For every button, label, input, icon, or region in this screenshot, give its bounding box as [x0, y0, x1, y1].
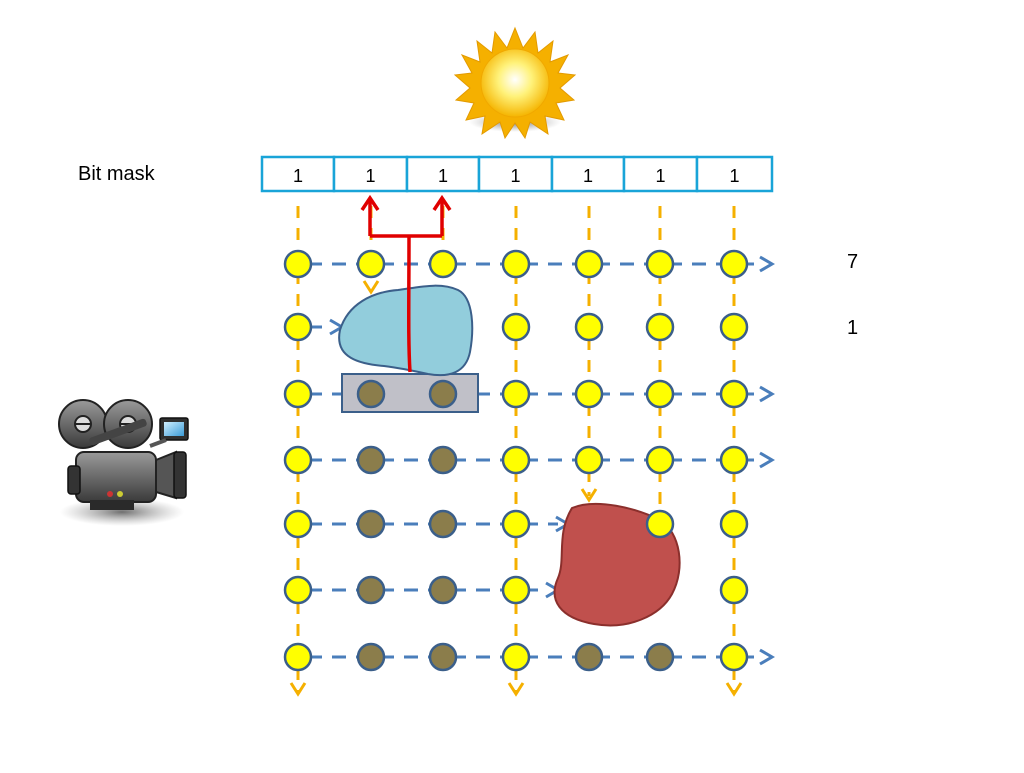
shadowed-sample: [356, 379, 386, 409]
bit-mask-value: 1: [293, 166, 303, 186]
lit-sample: [283, 249, 313, 279]
ray-arrowhead: [759, 385, 775, 403]
lit-sample: [574, 249, 604, 279]
blue-occluder: [338, 284, 474, 377]
lit-sample: [501, 642, 531, 672]
lit-sample: [501, 445, 531, 475]
ray-arrowhead: [580, 488, 598, 503]
shadowed-sample: [428, 445, 458, 475]
lit-sample: [428, 249, 458, 279]
shadowed-sample: [428, 575, 458, 605]
bit-mask-cell: [695, 155, 774, 193]
bit-mask-value: 1: [438, 166, 448, 186]
lit-sample: [645, 312, 675, 342]
bit-mask: 1 1 1 1 1 1 1: [260, 155, 774, 193]
shadowed-sample: [428, 642, 458, 672]
shadowed-sample: [645, 642, 675, 672]
lit-sample: [501, 249, 531, 279]
ray-arrowhead: [507, 682, 525, 697]
lit-sample: [501, 575, 531, 605]
sun-icon: [453, 26, 577, 140]
lit-sample: [645, 509, 675, 539]
bit-mask-cell: [622, 155, 699, 193]
lit-sample: [501, 509, 531, 539]
lit-sample: [719, 575, 749, 605]
bit-mask-label: Bit mask: [78, 163, 155, 185]
lit-sample: [283, 445, 313, 475]
shadowed-sample: [356, 509, 386, 539]
bit-mask-value: 1: [583, 166, 593, 186]
ray-arrowhead: [759, 451, 775, 469]
bit-mask-cell: [477, 155, 554, 193]
ray-arrowhead: [759, 255, 775, 273]
row-count-2: 1: [847, 317, 859, 339]
bit-mask-cell: [405, 155, 481, 193]
lit-sample: [501, 379, 531, 409]
red-highlight-arrows: [360, 194, 452, 373]
ray-arrowhead: [759, 648, 775, 666]
lit-sample: [719, 642, 749, 672]
lit-sample: [719, 379, 749, 409]
sample-points: [283, 249, 749, 672]
bit-mask-value: 1: [655, 166, 665, 186]
bit-mask-value: 1: [365, 166, 375, 186]
shadowed-sample: [574, 642, 604, 672]
lit-sample: [283, 312, 313, 342]
lit-sample: [574, 312, 604, 342]
lit-sample: [501, 312, 531, 342]
lit-sample: [574, 445, 604, 475]
bit-mask-value: 1: [729, 166, 739, 186]
lit-sample: [719, 509, 749, 539]
shadowed-sample: [428, 379, 458, 409]
lit-sample: [719, 445, 749, 475]
lit-sample: [645, 445, 675, 475]
lit-sample: [283, 509, 313, 539]
row-count-1: 7: [847, 251, 859, 273]
shadowed-sample: [356, 575, 386, 605]
lit-sample: [574, 379, 604, 409]
ray-arrowhead: [289, 682, 307, 697]
lit-sample: [719, 312, 749, 342]
video-camera-icon: [58, 399, 189, 526]
shadowed-sample: [428, 509, 458, 539]
lit-sample: [645, 379, 675, 409]
ray-arrowhead: [362, 280, 380, 295]
shadowed-sample: [356, 642, 386, 672]
lit-sample: [283, 575, 313, 605]
bit-mask-value: 1: [510, 166, 520, 186]
lit-sample: [283, 642, 313, 672]
bit-mask-cell: [260, 155, 336, 193]
shadowed-sample: [356, 445, 386, 475]
lit-sample: [645, 249, 675, 279]
ray-arrowhead: [725, 682, 743, 697]
lit-sample: [719, 249, 749, 279]
lit-sample: [356, 249, 386, 279]
lit-sample: [283, 379, 313, 409]
